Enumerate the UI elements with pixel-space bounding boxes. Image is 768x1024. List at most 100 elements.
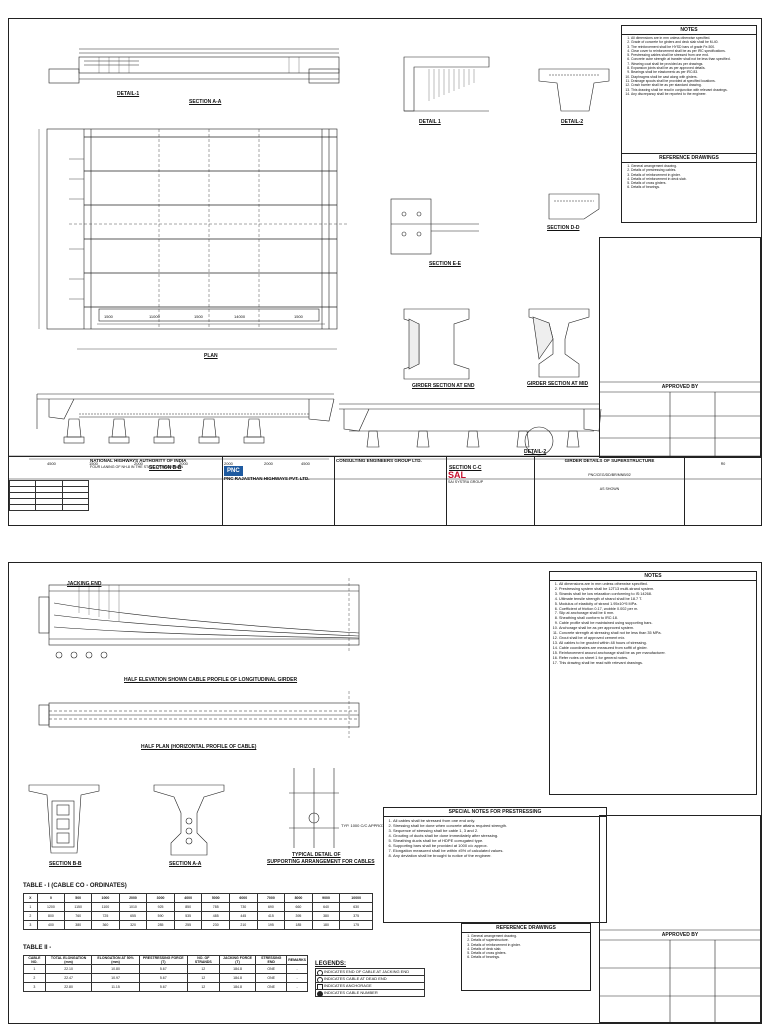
table-cell: ONE [255,964,288,974]
sal-logo: SAL [448,470,466,480]
label-section-ee: SECTION E-E [429,261,461,267]
legends-title: LEGENDS: [315,961,347,967]
table-cell: 415 [256,911,286,921]
reference-item: Details of superstructure. [471,938,588,942]
reference-item: Details of reinforcement in deck slab. [631,177,754,181]
reference-list-2: General arrangement drawing. Details of … [462,933,590,960]
table-cell: ONE [255,973,288,983]
table-cell: 184.8 [218,982,257,992]
special-note-item: Sequence of stressing shall be cable 1, … [393,828,604,833]
client-name: NATIONAL HIGHWAYS AUTHORITY OF INDIA [90,458,187,463]
table-cell: 255 [173,920,203,930]
table-cell: 485 [201,911,231,921]
reference-drawings-box-2: REFERENCE DRAWINGS General arrangement d… [461,923,591,991]
approved-by-title-2: APPROVED BY [661,932,699,938]
table-cell: 5.67 [138,982,188,992]
special-notes-box: SPECIAL NOTES FOR PRESTRESSING All cable… [383,807,607,923]
table-cell: 760 [64,911,93,921]
label-half-plan: HALF PLAN (HORIZONTAL PROFILE OF CABLE) [141,744,257,750]
revision-cell: R0 [685,457,761,525]
table-row: 1 22.10 10.80 5.67 12 184.8 ONE - [23,964,308,974]
legend-label: INDICATES END OF CABLE AT JACKING END [324,969,410,974]
table-1-header: 2000 [118,893,148,903]
table-cell: 630 [339,902,373,912]
reference-drawings-title: REFERENCE DRAWINGS [622,154,756,163]
plan-dim-2: 11000 [149,314,160,319]
special-note-item: Stressing shall be done when concrete at… [393,823,604,828]
ie-name: SAI SYSTRA GROUP [448,480,484,484]
table-1-header: X [23,893,38,903]
label-typical-detail-2: SUPPORTING ARRANGEMENT FOR CABLES [267,859,375,865]
table-1-header: 3000 [146,893,175,903]
table-1-header: 7000 [256,893,286,903]
table-cell: 3 [23,920,38,930]
special-notes-title: SPECIAL NOTES FOR PRESTRESSING [384,808,606,817]
prestressing-table: CABLE NO. TOTAL ELONGATION (mm) ELONGATI… [23,955,308,992]
note-item: Clear cover to reinforcement shall be as… [631,49,754,53]
table-cell: 22.10 [44,964,93,974]
special-note-item: Supporting bars shall be provided at 100… [393,843,604,848]
table-row: 2 22.47 10.97 5.67 12 184.8 ONE - [23,973,308,983]
label-section-aa: SECTION A-A [189,99,222,105]
approved-by-panel-2: APPROVED BY [599,815,761,1023]
note-item: Grout shall be of approved cement mix. [559,636,754,641]
table-cell: 800 [36,911,66,921]
legend-item: INDICATES CABLE NUMBER [315,989,425,997]
note-item: Wearing coat shall be provided as per dr… [631,62,754,66]
table-cell: 850 [173,902,203,912]
sheet2-drawing [28,578,360,856]
special-note-item: Sheathing ducts shall be of HDPE corruga… [393,838,604,843]
table-cell: 2 [23,911,38,921]
table-cell: 175 [339,920,373,930]
reference-list: General arrangement drawing. Details of … [622,163,756,190]
table-cell: 185 [284,920,313,930]
table-2-header: REMARKS [286,955,308,965]
label-section-cc: SECTION C-C [449,465,482,471]
table-cell: 320 [118,920,148,930]
pnc-logo: PNC [224,466,243,476]
table-1-header: 6000 [229,893,258,903]
note-item: Drainage spouts shall be provided at spe… [631,79,754,83]
table-2-header: JACKING FORCE (T) [218,955,257,965]
notes-title-2: NOTES [550,572,756,581]
table-2-header: TOTAL ELONGATION (mm) [44,955,93,965]
reference-drawings-title-2: REFERENCE DRAWINGS [462,924,590,933]
bb-dim-6: 2000 [264,461,273,466]
table-cell: 395 [284,911,313,921]
label-detail-1: DETAIL-1 [117,91,140,97]
drawing-sheet-2: JACKING END HALF ELEVATION SHOWN CABLE P… [8,562,762,1024]
legend-label: INDICATES CABLE AT DEAD END [324,976,387,981]
table-1-header: 8000 [284,893,313,903]
table-1-header: 0 [36,893,66,903]
label-girder-mid: GIRDER SECTION AT MID [527,381,589,387]
table-row: 1 1200 1150 1100 1010 925 850 785 730 69… [23,902,373,912]
table-1-header: 4000 [173,893,203,903]
bb-dim-5: 2000 [224,461,233,466]
plan-dim-1: 1500 [104,314,113,319]
notes-box: NOTES All dimensions are in mm unless ot… [621,25,757,165]
special-note-item: Any deviation shall be brought to notice… [393,853,604,858]
note-item: Sheathing shall conform to IRC:18. [559,616,754,621]
note-item: Crash barrier shall be as per standard d… [631,83,754,87]
note-item: Any discrepancy shall be reported to the… [631,92,754,96]
table-2-header-row: CABLE NO. TOTAL ELONGATION (mm) ELONGATI… [23,955,308,965]
label-girder-end: GIRDER SECTION AT END [412,383,475,389]
note-item: All dimensions are in mm unless otherwis… [559,582,754,587]
table-cell: - [286,964,308,974]
drawing-scale: AS SHOWN [599,487,620,491]
table-cell: 1100 [91,902,120,912]
cable-coordinates-table: X 0 500 1000 2000 3000 4000 5000 6000 70… [23,893,373,930]
project-name: FOUR LANING OF NH-8 IN THE STATE OF RAJA… [90,465,184,469]
revision-number: R0 [720,462,726,466]
reference-item: Details of reinforcement in girder. [471,943,588,947]
table-2-header: CABLE NO. [23,955,46,965]
table-cell: 400 [36,920,66,930]
table-cell: 690 [256,902,286,912]
revision-table [9,480,90,511]
drawing-title-cell: GIRDER DETAILS OF SUPERSTRUCTURE PNC/CEG… [535,457,685,525]
reference-item: General arrangement drawing. [631,164,754,168]
note-item: All cables to be grouted within 48 hours… [559,641,754,646]
note-item: Coefficient of friction 0.17, wobble 0.0… [559,607,754,612]
table-cell: - [286,973,308,983]
plan-dim-3: 1500 [194,314,203,319]
